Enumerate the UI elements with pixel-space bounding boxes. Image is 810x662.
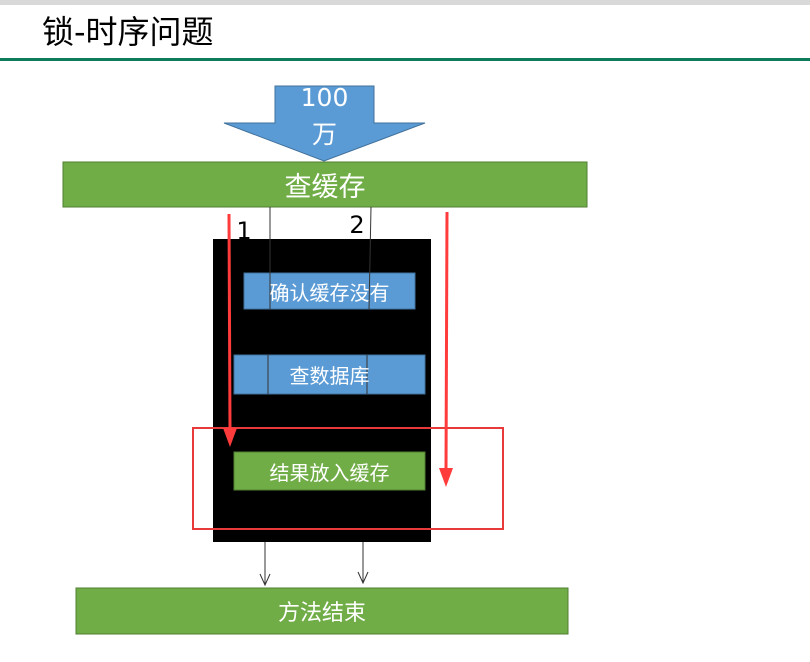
input-arrow-line2: 万 [311, 120, 337, 149]
step-box-confirm-cache [243, 272, 416, 310]
title-underline [0, 58, 810, 61]
highlight-box [192, 427, 504, 530]
thread-label-1: 1 [236, 217, 252, 245]
thread-line-2 [368, 206, 372, 311]
input-arrow-line1: 100 [300, 82, 349, 112]
query-cache-box [62, 161, 588, 208]
red-arrow-left-shaft [227, 213, 232, 431]
red-arrow-right-shaft [444, 211, 449, 471]
exit-arrow-2-head [357, 571, 369, 585]
step-confirm-cache-label: 确认缓存没有 [269, 280, 390, 305]
slide-title: 锁-时序问题 [42, 13, 214, 51]
step-query-db-label: 查数据库 [289, 364, 370, 388]
exit-arrow-1-head [259, 573, 271, 587]
step-box-query-db [233, 354, 426, 395]
red-arrow-left-head [223, 428, 237, 447]
step-put-cache-label: 结果放入缓存 [269, 460, 390, 485]
query-cache-label: 查缓存 [284, 172, 366, 203]
method-end-box [75, 587, 569, 635]
top-border [0, 0, 810, 5]
input-arrow [223, 85, 426, 162]
red-arrow-right-head [439, 468, 453, 487]
method-end-label: 方法结束 [277, 601, 366, 626]
thread-label-2: 2 [349, 211, 365, 239]
step-box-put-cache [233, 451, 426, 491]
